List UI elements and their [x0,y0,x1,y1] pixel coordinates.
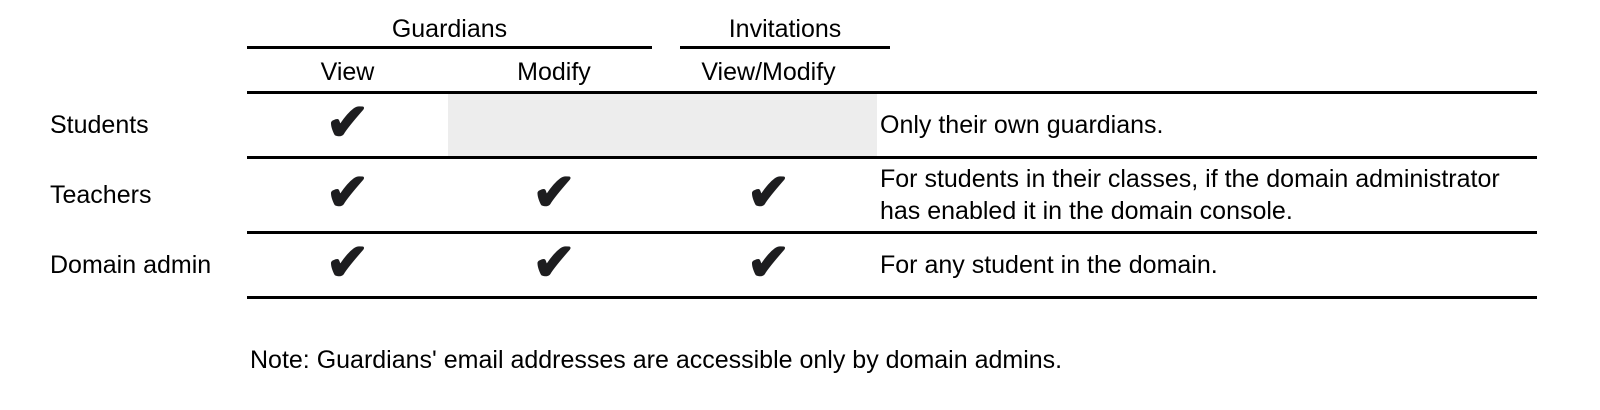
row-label-students: Students [50,110,149,139]
cell-teachers-view: ✔ [247,159,448,231]
guardians-underline [247,46,652,49]
row-note-teachers: For students in their classes, if the do… [880,159,1525,231]
row-label-teachers: Teachers [50,180,152,209]
header-separator-line [247,91,1537,94]
cell-domain-admin-view: ✔ [247,234,448,296]
cell-teachers-view-modify: ✔ [660,159,877,231]
table-footnote: Note: Guardians' email addresses are acc… [250,346,1063,374]
cell-students-view-modify [660,94,877,156]
row-note-domain-admin: For any student in the domain. [880,234,1525,296]
column-header-view: View [320,58,375,86]
students-disabled-cells [448,94,877,156]
check-icon: ✔ [746,234,791,292]
column-group-label-invitations: Invitations [728,15,842,43]
check-icon: ✔ [746,164,791,222]
row-separator-line [247,231,1537,234]
cell-teachers-modify: ✔ [448,159,660,231]
row-label-domain-admin: Domain admin [50,250,212,279]
note-text: Only their own guardians. [880,111,1164,139]
check-icon: ✔ [325,234,370,292]
note-text: For any student in the domain. [880,251,1218,279]
check-icon: ✔ [325,164,370,222]
row-separator-line [247,156,1537,159]
invitations-underline [680,46,890,49]
column-header-view-modify: View/Modify [701,58,836,86]
row-note-students: Only their own guardians. [880,94,1525,156]
cell-domain-admin-view-modify: ✔ [660,234,877,296]
cell-students-view: ✔ [247,94,448,156]
cell-students-modify [448,94,660,156]
note-text: For students in their classes, if the do… [880,165,1500,225]
column-header-modify: Modify [517,58,591,86]
check-icon: ✔ [532,164,576,222]
check-icon: ✔ [532,234,576,292]
row-separator-line [247,296,1537,299]
check-icon: ✔ [325,94,370,152]
cell-domain-admin-modify: ✔ [448,234,660,296]
column-group-label-guardians: Guardians [391,15,508,43]
